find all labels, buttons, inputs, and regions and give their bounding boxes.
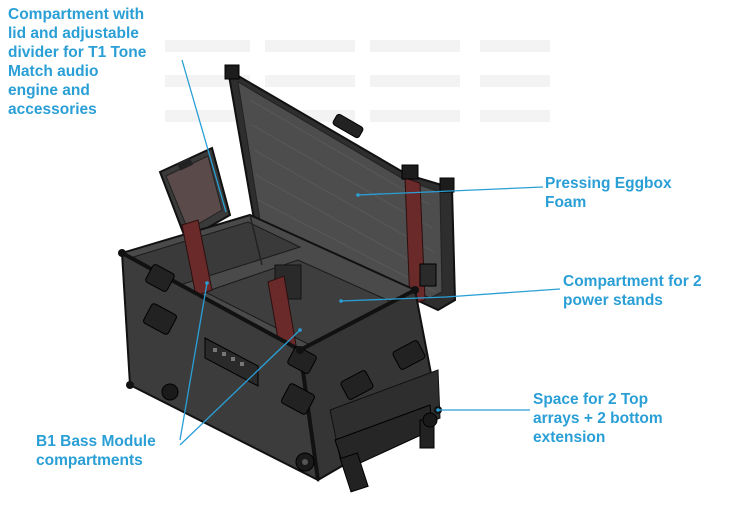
leader-bass-2	[179, 329, 301, 446]
callout-line: Foam	[545, 194, 587, 211]
callout-line: engine and	[8, 82, 90, 99]
callout-line: lid and adjustable	[8, 25, 139, 42]
callout-eggbox-foam: Pressing Eggbox Foam	[545, 174, 672, 212]
leader-power-stands	[445, 288, 561, 298]
callout-line: divider for T1 Tone	[8, 44, 147, 61]
leader-bass-1	[179, 282, 208, 441]
leader-lines	[179, 59, 561, 446]
leader-power-stands-2	[340, 296, 447, 302]
callout-line: power stands	[563, 292, 663, 309]
callout-line: Compartment with	[8, 6, 145, 23]
leader-endpoints	[205, 193, 440, 412]
callout-line: Compartment for 2	[563, 273, 702, 290]
callout-compartment-lid: Compartment with lid and adjustable divi…	[8, 5, 146, 119]
callout-line: accessories	[8, 101, 97, 118]
callout-power-stands: Compartment for 2 power stands	[563, 272, 702, 310]
callout-line: compartments	[36, 452, 143, 469]
callout-line: Space for 2 Top	[533, 391, 649, 408]
callout-top-arrays: Space for 2 Top arrays + 2 bottom extens…	[533, 390, 663, 447]
background-watermark	[165, 40, 550, 122]
leader-compartment-lid	[181, 59, 227, 213]
callout-line: Pressing Eggbox	[545, 175, 672, 192]
leader-eggbox-foam	[357, 186, 544, 196]
case-body	[118, 213, 442, 493]
callout-line: arrays + 2 bottom	[533, 410, 663, 427]
callout-line: B1 Bass Module	[36, 433, 156, 450]
accessory-lid	[158, 146, 232, 242]
callout-line: Match audio	[8, 63, 99, 80]
callout-bass-module: B1 Bass Module compartments	[36, 432, 156, 470]
callout-line: extension	[533, 429, 606, 446]
case-wheels	[161, 383, 438, 472]
